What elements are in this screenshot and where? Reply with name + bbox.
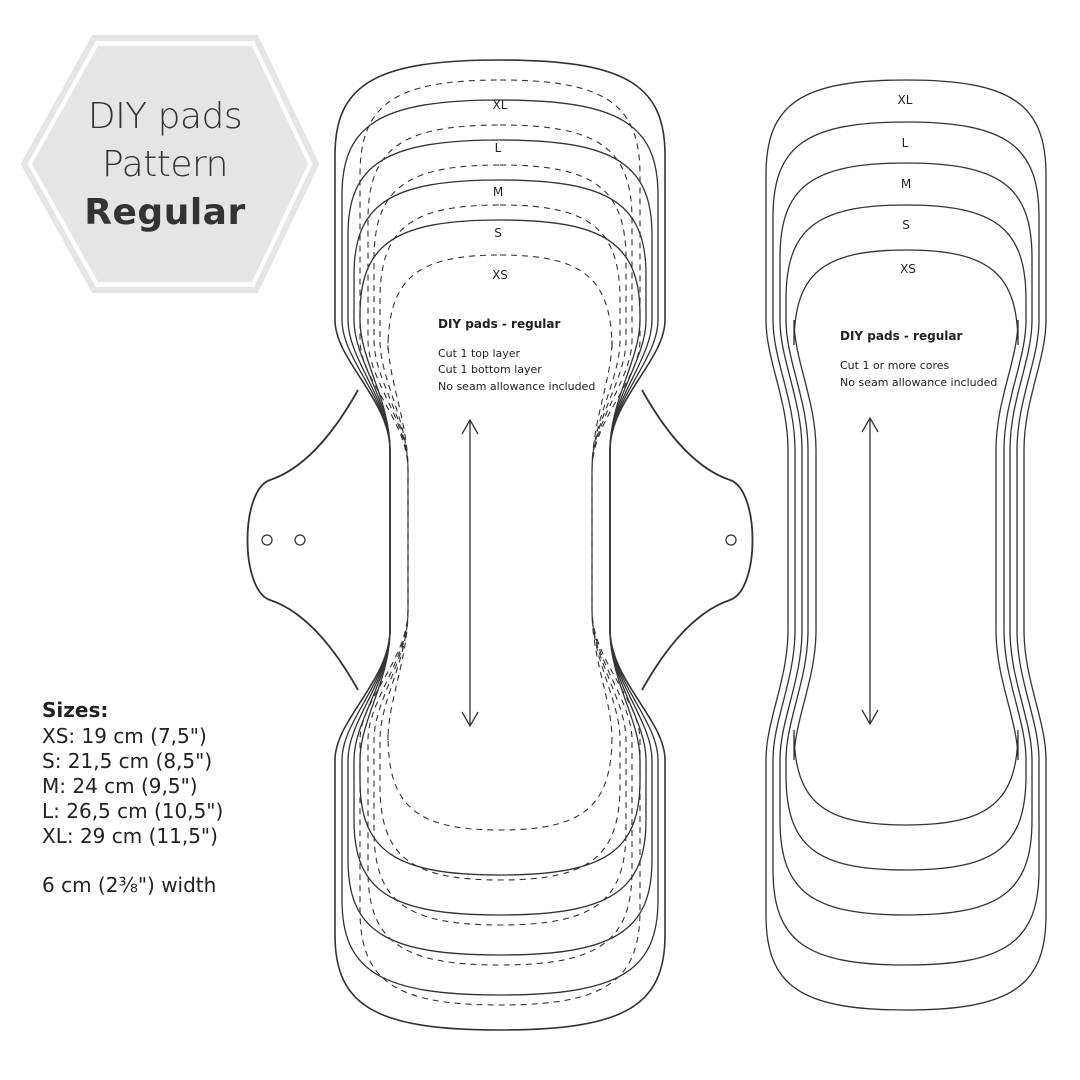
- core-size-label-s: S: [902, 218, 910, 232]
- core-outline-xs: [793, 249, 1019, 826]
- pad-instructions: DIY pads - regular Cut 1 top layer Cut 1…: [438, 317, 595, 393]
- sizes-legend: Sizes: XS: 19 cm (7,5") S: 21,5 cm (8,5"…: [42, 698, 223, 897]
- pad-stitch-line-l: [367, 124, 633, 966]
- sizes-heading: Sizes:: [42, 698, 109, 722]
- pad-size-label-m: M: [493, 185, 503, 199]
- width-note: 6 cm (2⅜") width: [42, 873, 217, 897]
- pad-outline-xl: [334, 59, 666, 1031]
- pad-stitch-line-m: [373, 164, 627, 926]
- size-line-xs: XS: 19 cm (7,5"): [42, 724, 207, 748]
- pad-instruction-1: Cut 1 top layer: [438, 347, 521, 360]
- core-heading: DIY pads - regular: [840, 329, 962, 343]
- size-line-l: L: 26,5 cm (10,5"): [42, 799, 224, 823]
- core-outline-xl: [765, 79, 1047, 1011]
- core-grainline-arrow-icon: [861, 416, 879, 726]
- pad-size-labels: XL L M S XS: [492, 98, 508, 282]
- pad-stitch-line-xl: [359, 79, 641, 1006]
- left-wing: [246, 389, 359, 691]
- core-size-label-l: L: [902, 136, 909, 150]
- title-line-3: Regular: [84, 192, 246, 233]
- core-size-label-xs: XS: [900, 262, 916, 276]
- pad-outline-xs: [359, 219, 641, 876]
- pad-size-label-xl: XL: [493, 98, 508, 112]
- pad-stitch-line-s: [379, 204, 621, 881]
- winged-pad-pattern: [246, 59, 754, 1031]
- pad-instruction-2: Cut 1 bottom layer: [438, 363, 542, 376]
- core-size-labels: XL L M S XS: [898, 93, 916, 276]
- core-size-label-m: M: [901, 177, 911, 191]
- pad-instruction-3: No seam allowance included: [438, 380, 595, 393]
- pad-heading: DIY pads - regular: [438, 317, 560, 331]
- title-hexagon: [32, 46, 308, 282]
- core-outline-l: [772, 121, 1040, 966]
- pad-grainline-arrow-icon: [461, 418, 479, 728]
- right-wing: [641, 389, 754, 691]
- pad-size-label-l: L: [495, 141, 502, 155]
- title-line-2: Pattern: [101, 144, 229, 185]
- core-outline-m: [779, 162, 1033, 916]
- snap-hole-left-2: [294, 534, 306, 546]
- size-line-xl: XL: 29 cm (11,5"): [42, 824, 218, 848]
- core-instructions: DIY pads - regular Cut 1 or more cores N…: [840, 329, 997, 389]
- snap-hole-left-1: [261, 534, 273, 546]
- pad-outline-s: [353, 179, 647, 916]
- core-instruction-2: No seam allowance included: [840, 376, 997, 389]
- pad-stitch-line-xs: [387, 254, 613, 831]
- core-instruction-1: Cut 1 or more cores: [840, 359, 950, 372]
- pad-size-label-s: S: [494, 226, 502, 240]
- size-line-s: S: 21,5 cm (8,5"): [42, 749, 213, 773]
- title-hexagon-outer: [20, 35, 320, 293]
- pad-outline-m: [347, 139, 653, 956]
- title-line-1: DIY pads: [87, 96, 243, 137]
- size-line-m: M: 24 cm (9,5"): [42, 774, 198, 798]
- pad-outline-l: [341, 99, 659, 996]
- core-outline-s: [785, 204, 1027, 871]
- pad-size-label-xs: XS: [492, 268, 508, 282]
- core-pattern: [765, 79, 1047, 1011]
- core-size-label-xl: XL: [898, 93, 913, 107]
- snap-hole-right: [725, 534, 737, 546]
